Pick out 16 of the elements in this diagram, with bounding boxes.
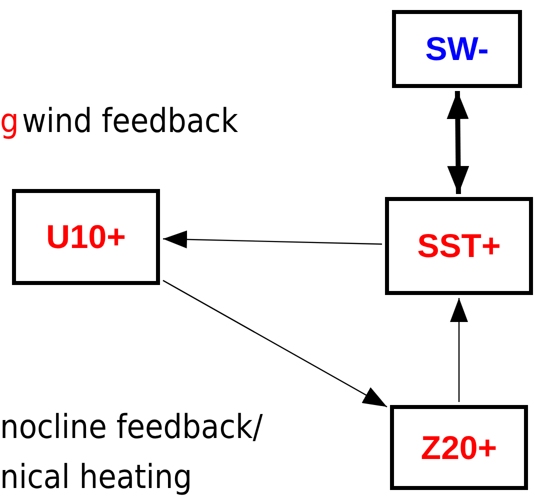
process-box [12,189,160,285]
annotation-text: wind feedback [22,104,238,137]
node-label: U10+ [46,218,126,256]
annotation-text: nical heating [0,460,192,493]
process-box [390,405,528,490]
arrow [450,298,468,402]
annotation-text: g [0,104,19,137]
arrow [446,90,470,194]
arrow [162,230,382,248]
process-box [385,197,533,295]
node-label: SST+ [417,227,501,265]
process-box [392,10,522,88]
node-label: SW- [425,30,489,68]
node-label: Z20+ [420,428,498,466]
arrow [162,280,388,408]
annotation-text: nocline feedback/ [0,410,263,443]
